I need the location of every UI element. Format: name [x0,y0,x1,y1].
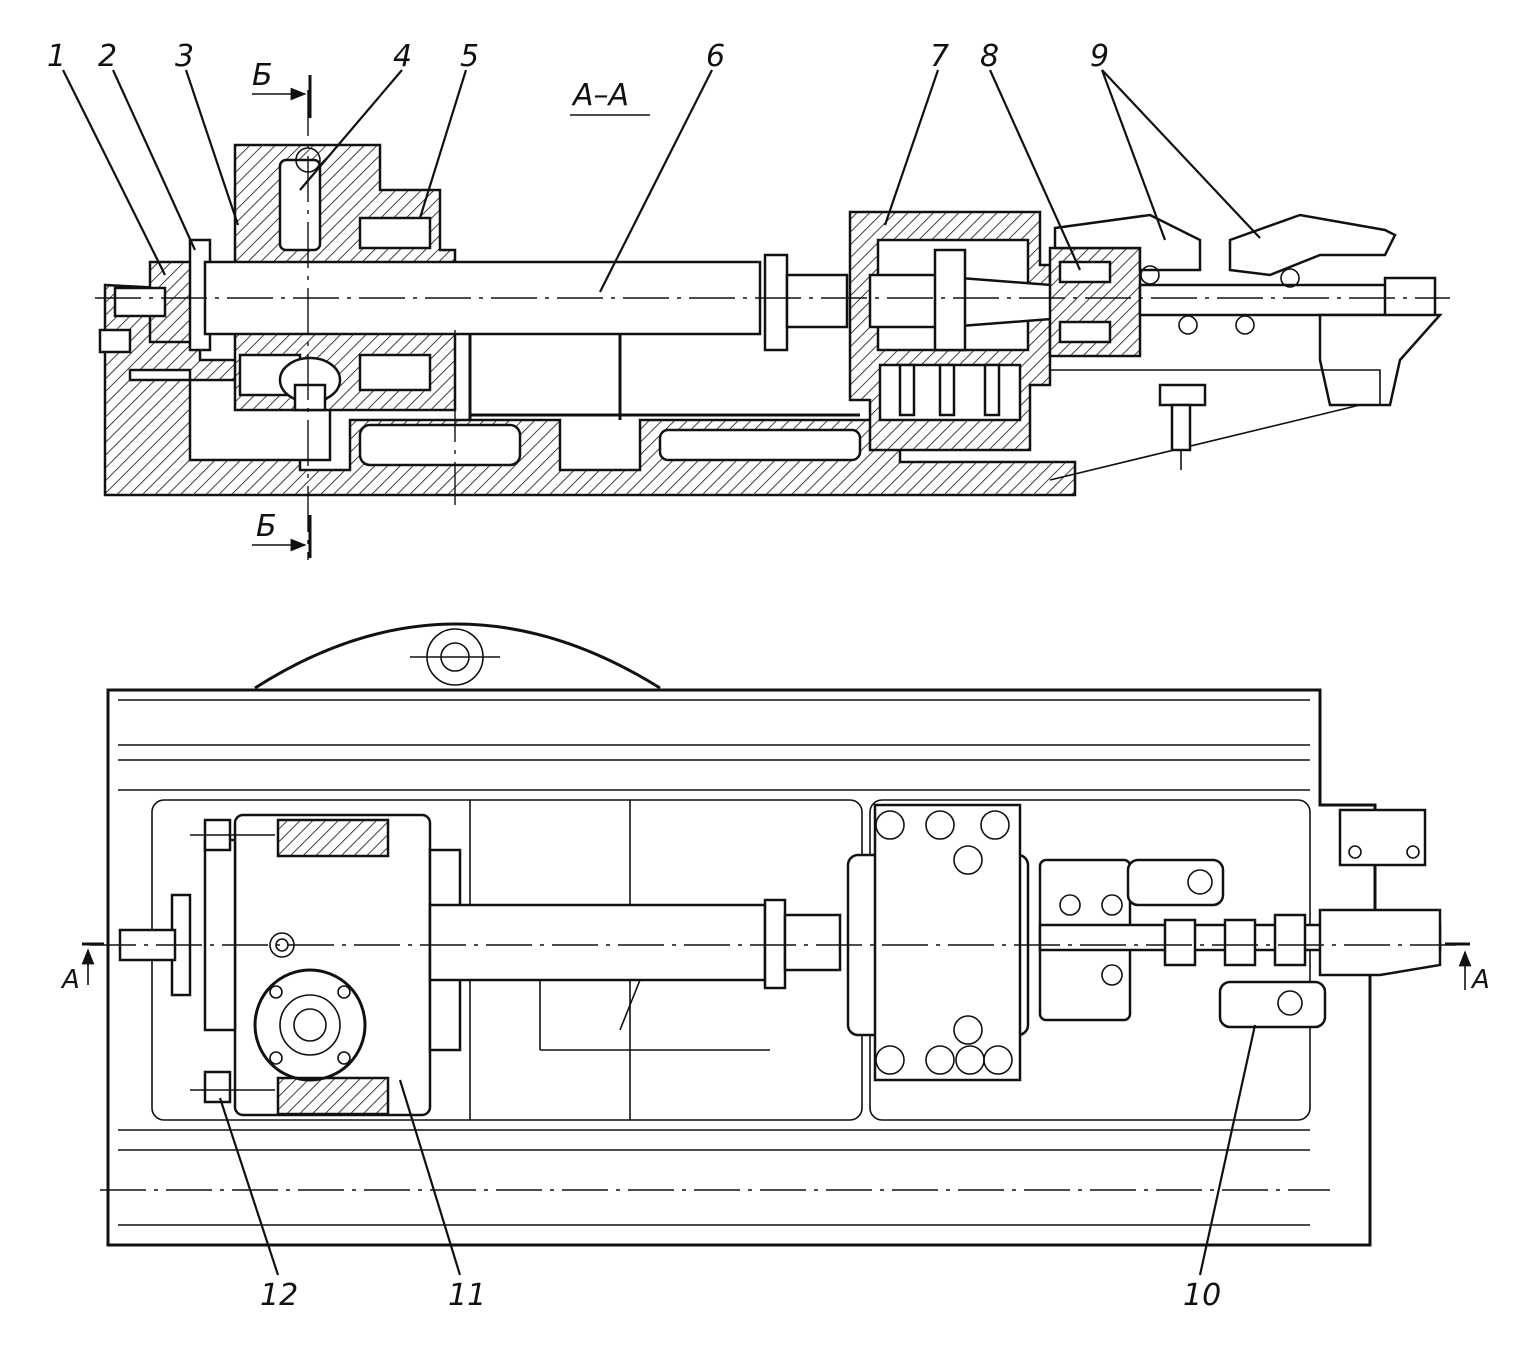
section-mark-top: Б [252,58,312,118]
callout-3: 3 [175,39,194,74]
callout-5: 5 [460,39,479,74]
callout-6: 6 [706,39,725,74]
leaders-top [62,69,1261,293]
section-title: А–А [571,78,629,113]
jaw-right [1228,213,1397,277]
callout-4: 4 [393,39,412,74]
flange-pulley [253,968,367,1082]
headstock-block [233,813,432,1117]
callout-7: 7 [930,39,949,74]
view-mark-left: А [60,942,104,995]
view-mark-left-text: А [60,965,80,995]
section-mark-bottom: Б [252,509,312,558]
plan-view [90,622,1460,1247]
callout-12: 12 [260,1278,298,1313]
view-mark-right: А [1445,942,1490,995]
section-mark-bottom-text: Б [256,509,277,544]
callout-2: 2 [98,39,117,74]
leaders-bottom [218,1024,1257,1276]
callout-10: 10 [1183,1278,1221,1313]
callout-9: 9 [1090,39,1109,74]
callout-8: 8 [980,39,999,74]
callout-1: 1 [47,39,66,74]
section-mark-top-text: Б [252,58,273,93]
callout-11: 11 [448,1278,486,1313]
view-mark-right-text: А [1470,965,1490,995]
section-view [95,90,1450,560]
